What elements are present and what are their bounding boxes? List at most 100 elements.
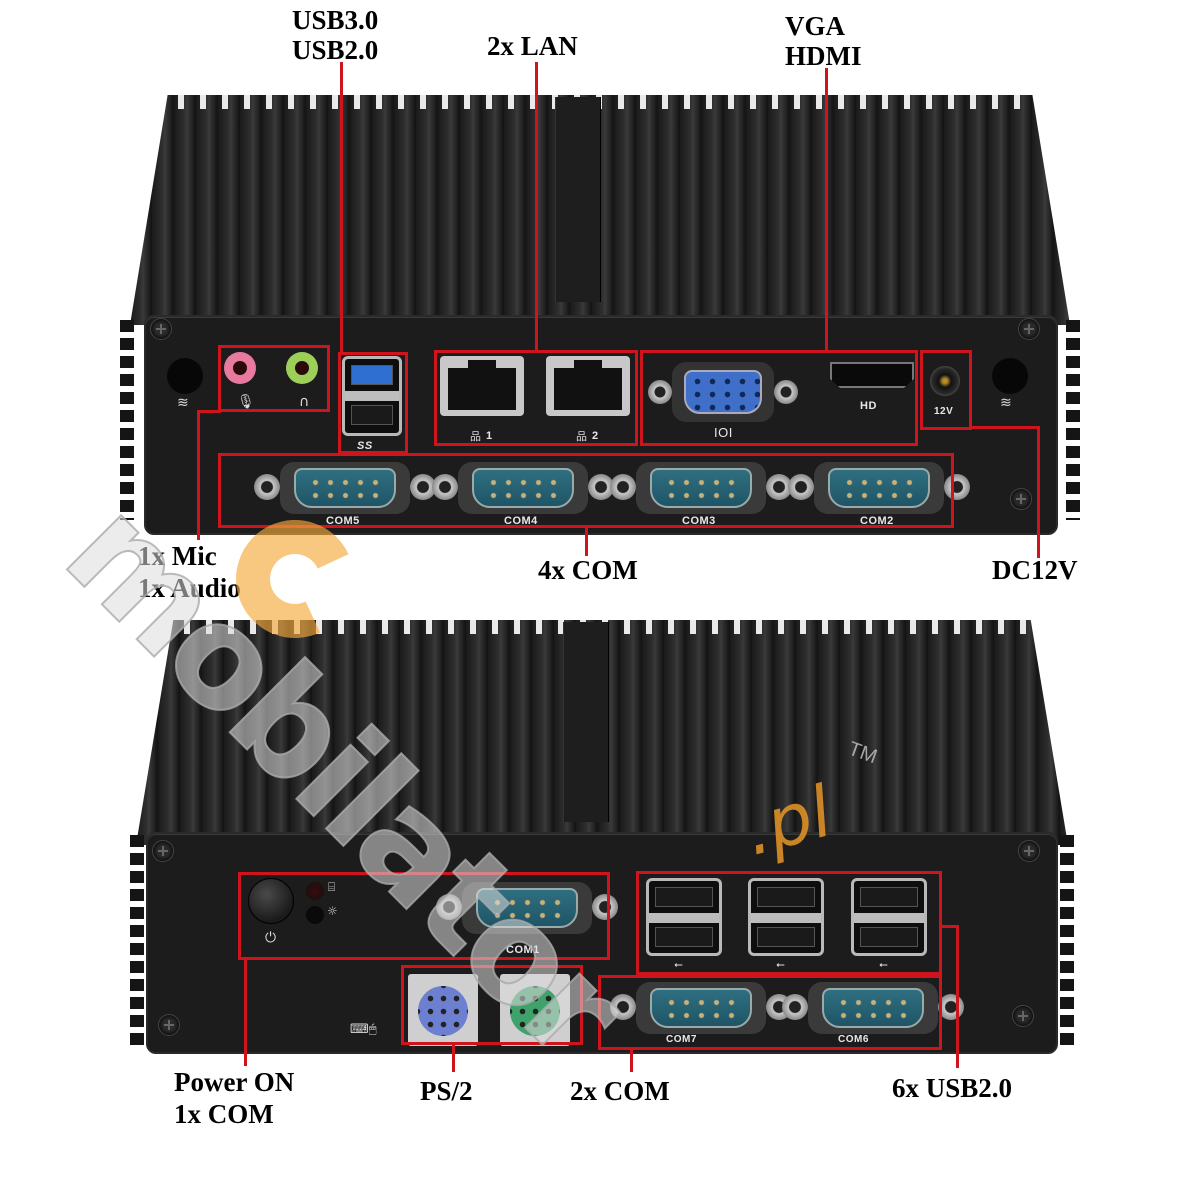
wifi-icon: ≋ [1000, 395, 1012, 411]
callout-usb-line2: USB2.0 [292, 35, 379, 65]
com1-label: COM1 [506, 944, 540, 956]
highlight-power-com1 [238, 872, 610, 960]
usb2-port-stack-2 [748, 878, 824, 956]
callout-ps2: PS/2 [420, 1076, 473, 1106]
callout-lan: 2x LAN [487, 31, 578, 61]
callout-dc: DC12V [992, 555, 1078, 585]
network-icon: 品 [576, 430, 587, 443]
callout-display-line2: HDMI [785, 41, 862, 71]
callout-display-line1: VGA [785, 11, 845, 41]
headphones-icon: ∩ [299, 394, 310, 410]
leader-lan [535, 62, 538, 352]
side-fins-left [130, 835, 144, 1045]
com3-port [606, 460, 796, 516]
hdmi-port [830, 362, 914, 388]
callout-audio-line1: 1x Mic [138, 541, 217, 571]
leader-audio [197, 410, 200, 540]
wifi-icon: ≋ [177, 395, 189, 411]
screw-icon [1010, 488, 1032, 510]
leader-usb [340, 62, 343, 352]
antenna-hole [992, 358, 1028, 394]
lan-label-1: 1 [486, 430, 493, 442]
audio-jack [286, 352, 318, 384]
leader-com [630, 1048, 633, 1072]
usb2-port-stack-3 [851, 878, 927, 956]
com5-label: COM5 [326, 515, 360, 527]
usb-divider [751, 913, 821, 923]
usb-divider [649, 913, 719, 923]
usb2-port [351, 405, 393, 425]
callout-com: 4x COM [538, 555, 638, 585]
leader-com [585, 526, 588, 556]
side-fins-left [120, 320, 134, 520]
power-icon: ⏻ [265, 930, 277, 946]
power-led [306, 906, 324, 924]
leader-display [825, 68, 828, 352]
highlight-display [640, 350, 918, 446]
com6-port [778, 980, 968, 1036]
callout-audio-line2: 1x Audio [138, 573, 241, 603]
power-button[interactable] [248, 878, 294, 924]
ps2-keyboard-port [408, 974, 478, 1046]
com2-port [784, 460, 974, 516]
callout-com: 2x COM [570, 1076, 670, 1106]
lan-label-2: 2 [592, 430, 599, 442]
hdd-icon: ⌸ [328, 880, 336, 894]
highlight-usb [636, 871, 942, 975]
usb2-port [655, 887, 713, 907]
usb2-port [860, 887, 918, 907]
com2-label: COM2 [860, 515, 894, 527]
com3-label: COM3 [682, 515, 716, 527]
highlight-com [598, 975, 942, 1050]
side-fins-right [1060, 835, 1074, 1045]
usb-icon: ⭠ [776, 958, 785, 971]
network-icon: 品 [470, 430, 481, 443]
mic-jack [224, 352, 256, 384]
leader-usb [956, 925, 959, 1068]
usb-divider [854, 913, 924, 923]
dc-label: 12V [934, 406, 954, 417]
usb2-port [860, 927, 918, 947]
com7-label: COM7 [666, 1034, 697, 1045]
com1-port [432, 880, 622, 936]
usb-icon: ⭠ [674, 958, 683, 971]
highlight-audio [218, 345, 330, 412]
usb-divider [345, 391, 399, 401]
com7-port [606, 980, 796, 1036]
bulb-icon: ☼ [327, 904, 338, 918]
usb2-port [757, 887, 815, 907]
side-fins-right [1066, 320, 1080, 520]
keyboard-mouse-icon: ⌨🖱 [350, 1022, 377, 1037]
screw-icon [1018, 318, 1040, 340]
vga-port [648, 362, 798, 422]
lan-port-2 [546, 356, 630, 416]
usb3-port [351, 365, 393, 385]
com4-label: COM4 [504, 515, 538, 527]
usb2-port [655, 927, 713, 947]
com5-port [250, 460, 440, 516]
leader-usb-h [940, 925, 958, 928]
heatsink-spine [555, 97, 601, 302]
callout-usb: 6x USB2.0 [892, 1073, 1013, 1103]
leader-ps2 [452, 1044, 455, 1072]
com4-port [428, 460, 618, 516]
usb2-port-stack-1 [646, 878, 722, 956]
heatsink-spine [563, 622, 609, 822]
screw-icon [150, 318, 172, 340]
callout-usb-line1: USB3.0 [292, 5, 379, 35]
leader-audio-h [197, 410, 221, 413]
ps2-mouse-port [500, 974, 570, 1046]
highlight-ps2 [401, 965, 583, 1045]
callout-power-line2: 1x COM [174, 1099, 274, 1129]
dc-power-jack [930, 366, 960, 396]
hdmi-label: HD [860, 400, 877, 412]
leader-power [244, 958, 247, 1066]
usb-icon: ⭠ [879, 958, 888, 971]
highlight-dc [920, 350, 972, 430]
com6-label: COM6 [838, 1034, 869, 1045]
vga-label: IOI [714, 425, 733, 440]
hdd-led [306, 882, 324, 900]
highlight-com [218, 453, 954, 528]
usb-ss-label: SS [357, 440, 373, 452]
lan-port-1 [440, 356, 524, 416]
